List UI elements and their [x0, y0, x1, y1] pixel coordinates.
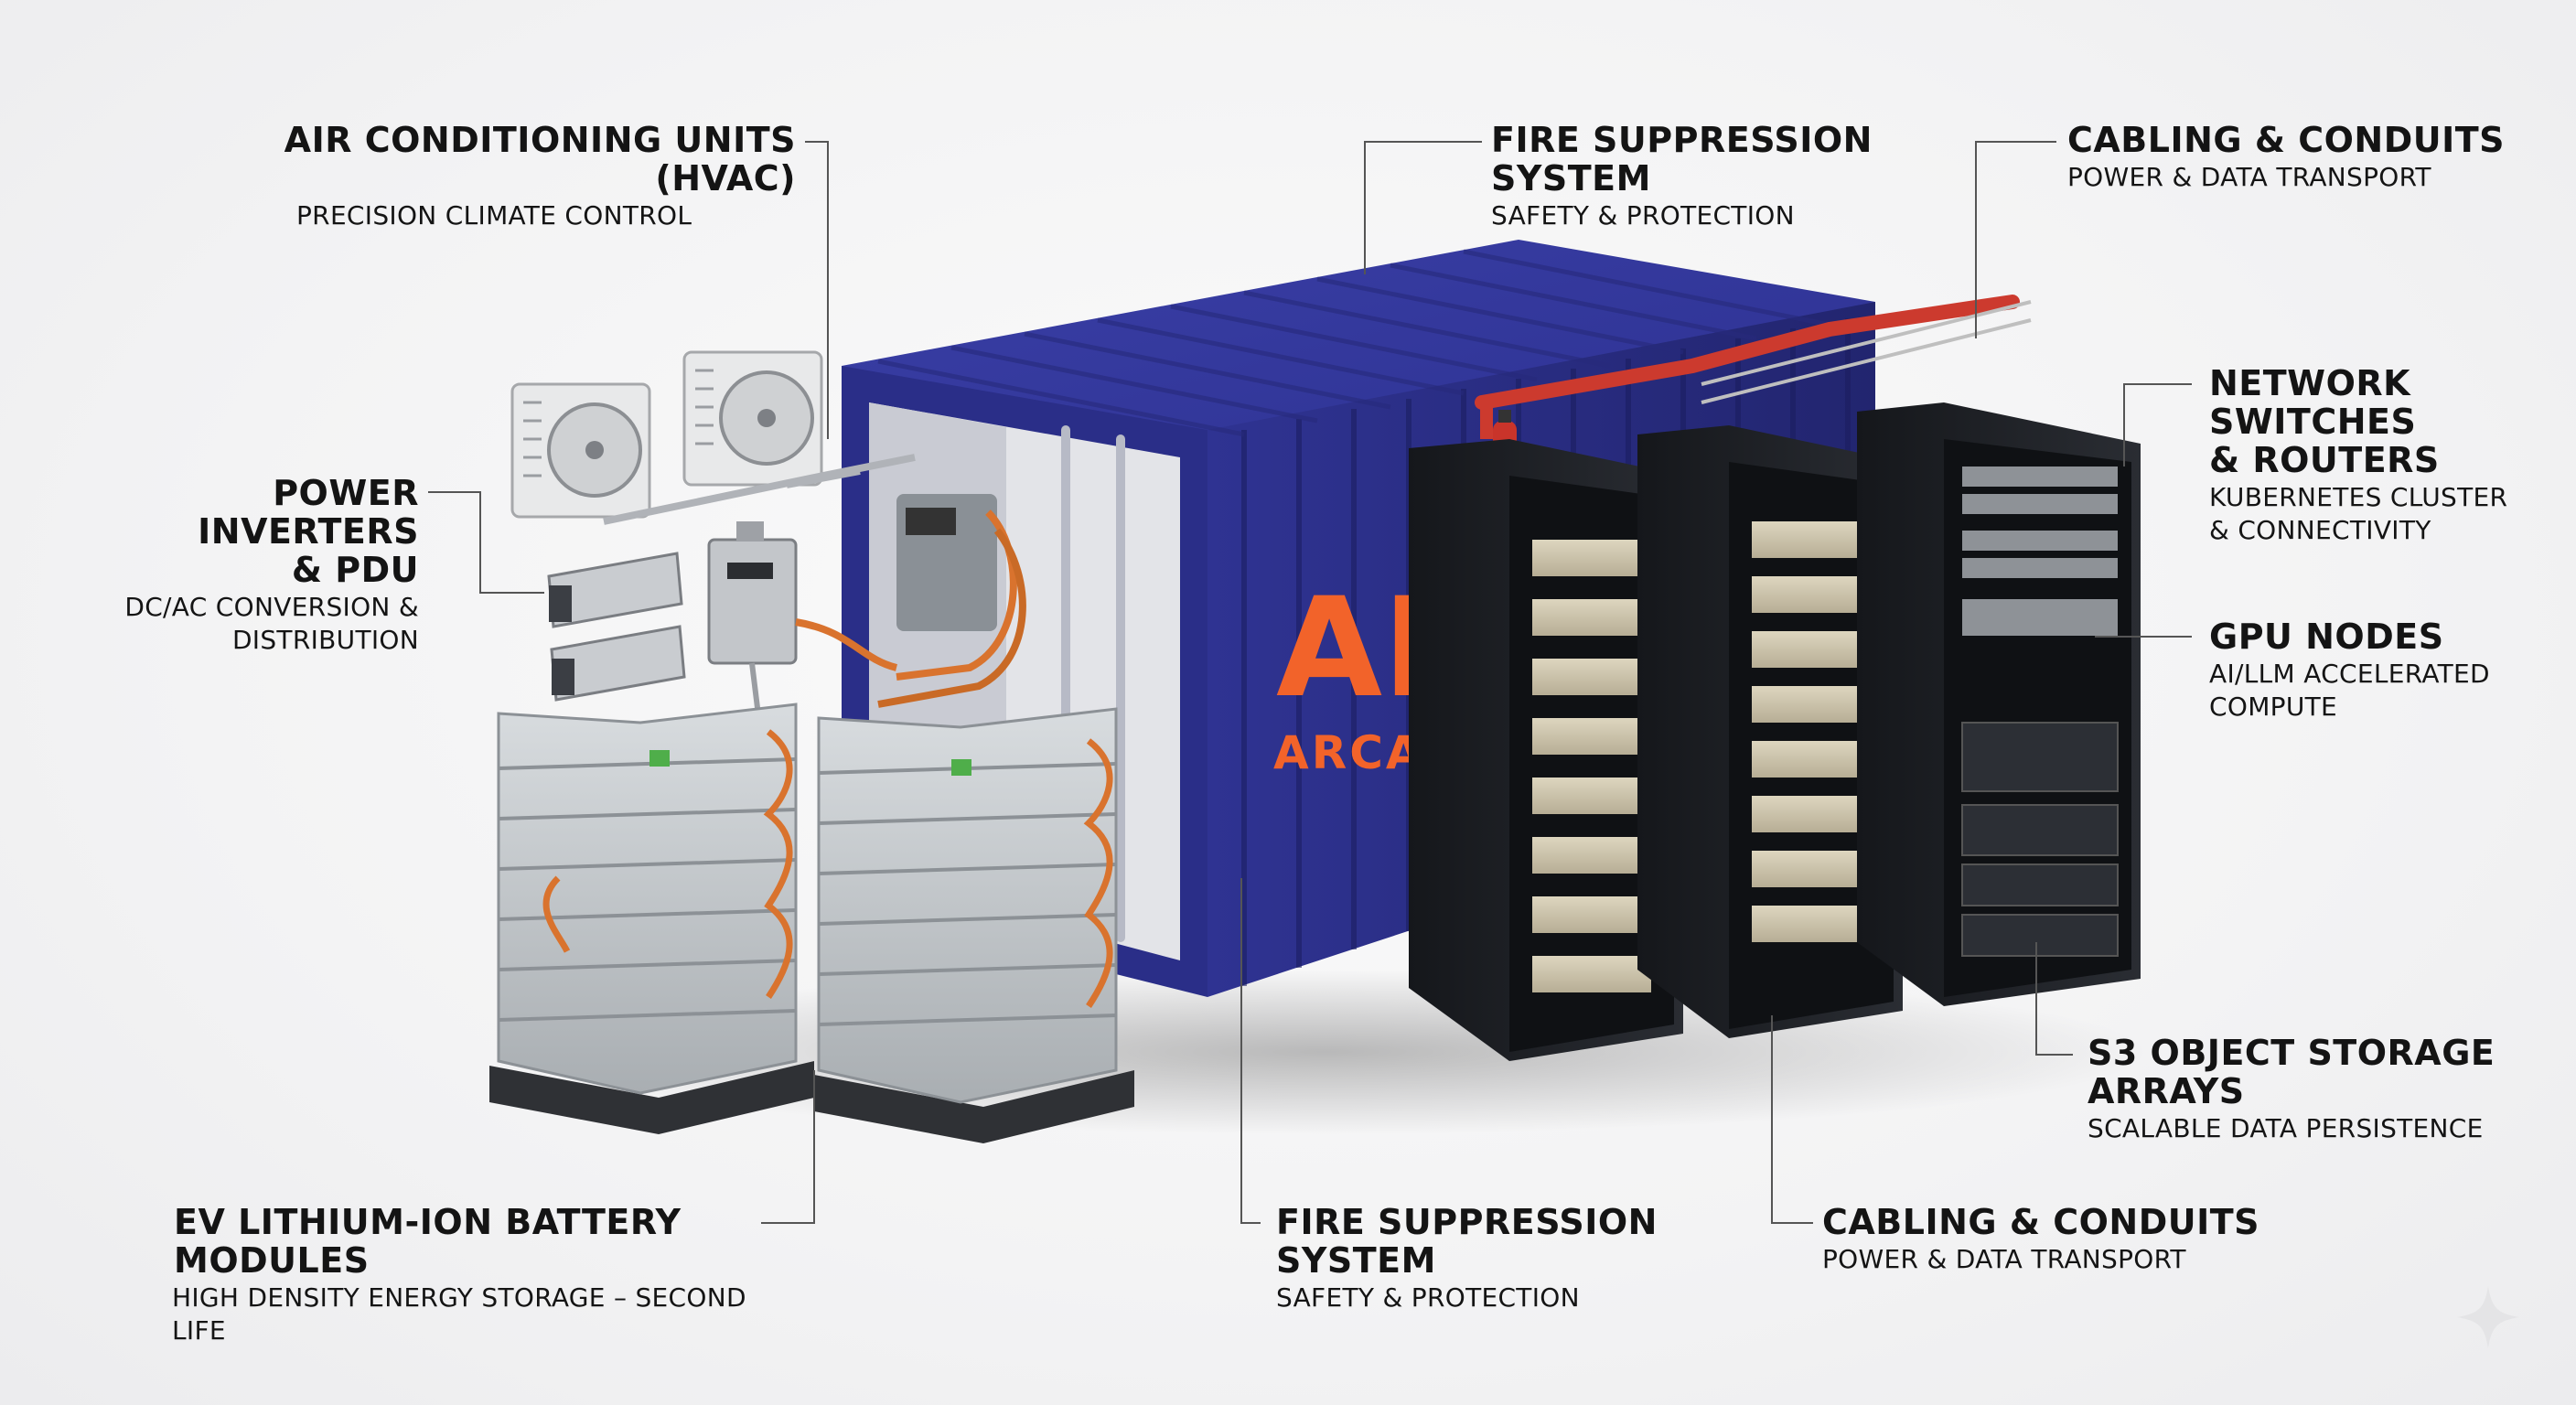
gpu-title: GPU NODES — [2209, 617, 2444, 657]
battery-stack-icon — [489, 702, 814, 1134]
fire-bottom-subtitle: SAFETY & PROTECTION — [1276, 1282, 1580, 1313]
s3-subtitle: SCALABLE DATA PERSISTENCE — [2088, 1113, 2484, 1143]
inverter-icon — [547, 552, 683, 628]
hvac-unit-icon — [682, 350, 823, 487]
battery-stack-icon — [814, 707, 1134, 1143]
label-gpu-nodes: GPU NODES AI/LLM ACCELERATED COMPUTE — [2209, 617, 2557, 724]
label-power-inverters: POWER INVERTERS & PDU DC/AC CONVERSION &… — [55, 474, 419, 657]
server-rack-icon — [1857, 402, 2141, 1006]
hvac-title: AIR CONDITIONING UNITS (HVAC) — [284, 120, 796, 198]
sparkle-icon — [2457, 1286, 2519, 1348]
inverters-subtitle-1: DC/AC CONVERSION & — [124, 592, 419, 622]
hvac-unit-icon — [510, 382, 651, 519]
cabling-top-title: CABLING & CONDUITS — [2067, 120, 2506, 160]
label-cabling-top: CABLING & CONDUITS POWER & DATA TRANSPOR… — [2067, 121, 2543, 194]
server-rack-icon — [1637, 425, 1903, 1038]
inverter-icon — [550, 625, 686, 702]
hvac-subtitle: PRECISION CLIMATE CONTROL — [296, 200, 692, 231]
battery-title: EV LITHIUM-ION BATTERY MODULES — [174, 1202, 682, 1281]
label-fire-suppression-bottom: FIRE SUPPRESSION SYSTEM SAFETY & PROTECT… — [1276, 1203, 1788, 1314]
network-title-2: & ROUTERS — [2209, 440, 2440, 480]
battery-subtitle: HIGH DENSITY ENERGY STORAGE – SECOND LIF… — [172, 1282, 746, 1346]
label-s3-storage: S3 OBJECT STORAGE ARRAYS SCALABLE DATA P… — [2088, 1034, 2545, 1145]
label-battery-modules: EV LITHIUM-ION BATTERY MODULES HIGH DENS… — [172, 1202, 778, 1347]
network-subtitle-1: KUBERNETES CLUSTER — [2209, 482, 2508, 512]
fire-top-title: FIRE SUPPRESSION SYSTEM — [1491, 120, 1873, 198]
inverters-title-2: & PDU — [291, 550, 419, 590]
inverters-title-1: POWER INVERTERS — [198, 473, 419, 552]
fire-bottom-title: FIRE SUPPRESSION SYSTEM — [1276, 1202, 1658, 1281]
cabling-bottom-title: CABLING & CONDUITS — [1822, 1202, 2260, 1242]
network-title-1: NETWORK SWITCHES — [2209, 363, 2417, 442]
label-network-switches: NETWORK SWITCHES & ROUTERS KUBERNETES CL… — [2209, 364, 2575, 547]
label-fire-suppression-top: FIRE SUPPRESSION SYSTEM SAFETY & PROTECT… — [1491, 121, 2003, 232]
inverters-subtitle-2: DISTRIBUTION — [231, 625, 419, 655]
fire-top-subtitle: SAFETY & PROTECTION — [1491, 200, 1795, 231]
gpu-subtitle-1: AI/LLM ACCELERATED — [2209, 659, 2490, 689]
cabling-bottom-subtitle: POWER & DATA TRANSPORT — [1822, 1244, 2186, 1274]
server-rack-icon — [1409, 439, 1683, 1061]
network-subtitle-2: & CONNECTIVITY — [2209, 515, 2431, 545]
label-cabling-bottom: CABLING & CONDUITS POWER & DATA TRANSPOR… — [1822, 1203, 2298, 1276]
label-hvac: AIR CONDITIONING UNITS (HVAC) PRECISION … — [220, 121, 796, 232]
pdu-box-icon — [707, 521, 798, 665]
gpu-subtitle-2: COMPUTE — [2209, 692, 2338, 722]
s3-title-2: ARRAYS — [2088, 1071, 2245, 1111]
s3-title-1: S3 OBJECT STORAGE — [2088, 1033, 2496, 1073]
cabling-top-subtitle: POWER & DATA TRANSPORT — [2067, 162, 2431, 192]
